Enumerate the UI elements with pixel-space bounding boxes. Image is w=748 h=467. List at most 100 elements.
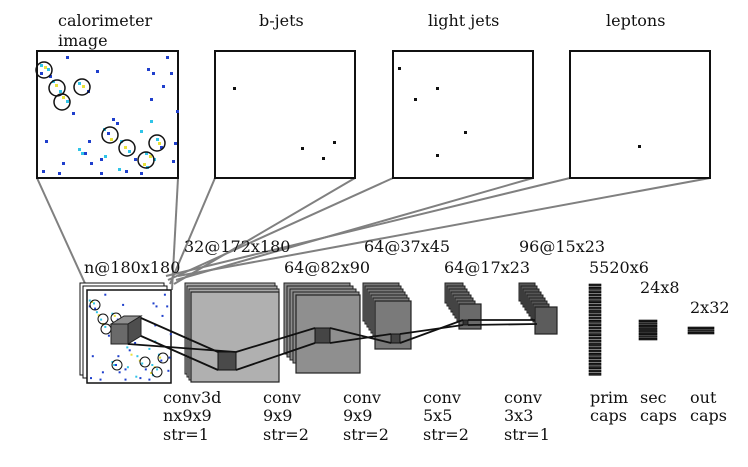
shape-labels: n@180x180 32@172x180 64@82x90 64@37x45 6… <box>84 237 730 317</box>
conv4-desc-3: str=2 <box>423 425 469 444</box>
calorimeter-hit <box>47 68 50 71</box>
sec-capsule <box>638 335 658 338</box>
calorimeter-hit <box>124 146 127 149</box>
prim-capsule <box>588 326 602 330</box>
out-capsule <box>687 329 715 332</box>
prim-capsule <box>588 283 602 287</box>
out-caps-shape-label: 2x32 <box>690 298 730 317</box>
jet-circle <box>111 359 123 371</box>
sec-capsule <box>638 330 658 333</box>
input-hit <box>124 368 127 371</box>
lightjet-dot <box>464 131 467 134</box>
input-hit <box>126 366 129 369</box>
input-hit <box>111 312 114 315</box>
calorimeter-hit <box>59 90 62 93</box>
prim-capsule <box>588 286 602 290</box>
connector-line <box>36 177 89 291</box>
calorimeter-hit <box>140 130 143 133</box>
prim-capsule <box>588 362 602 366</box>
cube-front <box>110 323 129 345</box>
connector-line <box>177 177 711 277</box>
input-hit <box>115 364 117 366</box>
prim-caps-shape-label: 5520x6 <box>589 258 649 277</box>
prim-capsule <box>588 293 602 297</box>
conv3-desc-3: str=2 <box>343 425 389 444</box>
sec-capsule <box>638 332 658 336</box>
calorimeter-hit <box>152 72 155 75</box>
input-circles <box>89 299 169 378</box>
conv3d-desc-1: conv3d <box>163 388 221 407</box>
input-hit <box>97 314 100 317</box>
jet-circle <box>148 134 166 152</box>
leptons-panel: leptons <box>569 11 711 179</box>
calorimeter-hit <box>112 118 115 121</box>
connector-line <box>175 177 534 281</box>
input-hit <box>126 346 129 349</box>
calorimeter-hit <box>40 64 43 67</box>
input-hit <box>107 334 110 337</box>
calorimeter-hit <box>172 160 175 163</box>
panel-connectors <box>36 177 711 291</box>
input-hit <box>159 356 162 359</box>
calorimeter-hit <box>90 162 93 165</box>
calorimeter-hit <box>134 158 137 161</box>
input-hit <box>155 305 158 308</box>
bjets-panel: b-jets <box>214 11 356 179</box>
connector-line <box>171 177 179 291</box>
jet-circle <box>118 139 136 157</box>
input-hit <box>156 368 159 371</box>
input-hit <box>90 377 92 380</box>
calorimeter-hit <box>66 56 69 59</box>
out-capsule <box>687 331 715 335</box>
calorimeter-title-line2: image <box>58 31 108 50</box>
conv3d-stack <box>184 282 280 383</box>
conv5-layer <box>534 306 558 335</box>
calorimeter-hit <box>160 146 163 149</box>
conv2-desc-3: str=2 <box>263 425 309 444</box>
input-hit <box>168 356 171 359</box>
prim-caps-desc-2: caps <box>590 406 627 425</box>
calorimeter-hit <box>78 82 81 85</box>
input-hit <box>93 302 95 305</box>
projection-line <box>235 327 316 353</box>
calorimeter-hit <box>118 168 121 171</box>
projection-line <box>329 333 392 344</box>
input-hit <box>91 355 94 358</box>
calorimeter-hit <box>149 155 152 158</box>
leptons-title: leptons <box>606 11 665 30</box>
prim-capsule <box>588 300 602 304</box>
conv5-desc-2: 3x3 <box>504 406 533 425</box>
conv3-desc-2: 9x9 <box>343 406 372 425</box>
out-caps-desc-1: out <box>690 388 717 407</box>
prim-capsule <box>588 290 602 294</box>
conv3d-desc-3: str=1 <box>163 425 209 444</box>
calorimeter-hit <box>150 120 153 123</box>
calorimeter-hit <box>145 152 148 155</box>
sec-caps-desc-1: sec <box>640 388 667 407</box>
jet-circle <box>97 313 109 325</box>
input-hit <box>134 342 137 344</box>
input-hit <box>94 307 97 310</box>
input-hit <box>101 371 104 374</box>
input-hit <box>91 301 94 303</box>
input-hit <box>113 364 116 366</box>
conv4-desc-2: 5x5 <box>423 406 452 425</box>
input-hit <box>144 368 147 371</box>
prim-capsule <box>588 310 602 313</box>
input-hit <box>151 364 154 366</box>
conv5-shape-label: 96@15x23 <box>519 237 605 256</box>
input-hit <box>152 302 155 305</box>
input-hit <box>141 362 144 365</box>
bjet-dot <box>233 87 236 90</box>
conv3-stack <box>362 282 412 350</box>
prim-capsule <box>588 359 602 363</box>
prim-capsule <box>588 323 602 327</box>
calorimeter-hit <box>128 150 131 153</box>
calorimeter-hit <box>55 84 58 87</box>
prim-caps-column <box>588 283 602 376</box>
conv3-kernel <box>390 333 401 344</box>
conv3d-kernel-cube <box>109 315 143 345</box>
calorimeter-hit <box>42 170 45 173</box>
calorimeter-hit <box>116 122 119 125</box>
